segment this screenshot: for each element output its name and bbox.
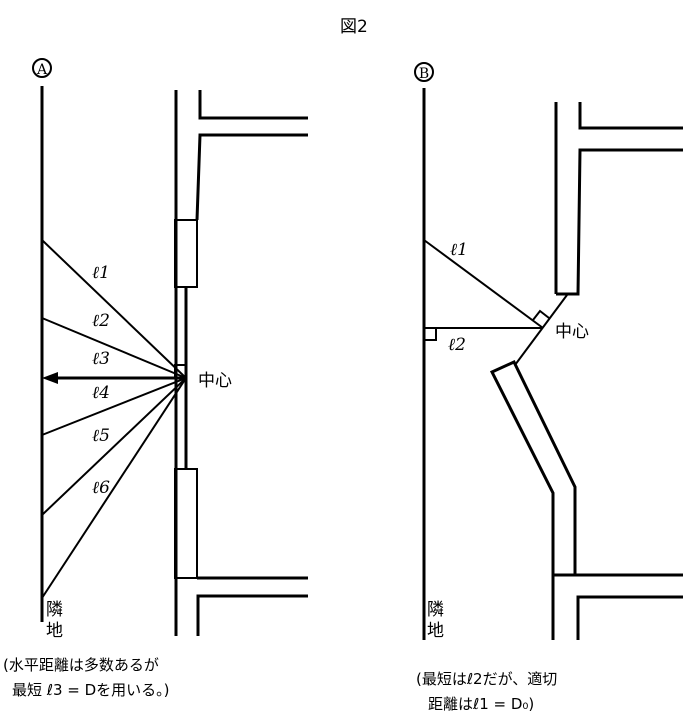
panel-b-marker-circle — [414, 62, 434, 82]
label-l1: ℓ1 — [92, 263, 110, 283]
center-label: 中心 — [198, 371, 232, 391]
label-l2: ℓ2 — [448, 335, 466, 355]
lower-window — [174, 468, 198, 579]
neighbor-label-1: 隣 — [46, 600, 63, 620]
panel-a-marker-circle — [32, 58, 52, 78]
upper-window — [174, 219, 198, 288]
label-l6: ℓ6 — [92, 478, 110, 498]
right-angle-mark — [532, 309, 550, 321]
neighbor-label-2: 地 — [46, 621, 63, 641]
label-l4: ℓ4 — [92, 383, 110, 403]
arrow-head-icon — [42, 372, 58, 384]
opening-line — [514, 294, 568, 366]
caption-a-line-1: (水平距離は多数あるが — [3, 656, 159, 674]
label-l5: ℓ5 — [92, 426, 110, 446]
distance-lines — [423, 239, 550, 341]
distance-lines — [41, 239, 187, 599]
neighbor-label-2: 地 — [427, 621, 444, 641]
building-wall — [489, 102, 683, 640]
label-l1: ℓ1 — [450, 240, 468, 260]
figure-title: 図2 — [340, 17, 368, 37]
panel-b-marker: B — [419, 66, 429, 82]
panel-b: B ℓ1 ℓ2 中心 隣 地 (最短はℓ2だが、適切 距離はℓ1 = D₀) — [414, 62, 683, 713]
panel-a-marker: A — [36, 62, 48, 78]
slanted-wall — [489, 360, 577, 577]
center-label: 中心 — [555, 322, 589, 342]
right-angle-mark — [174, 364, 187, 379]
caption-a-line-2: 最短 ℓ3 = Dを用いる。) — [12, 681, 170, 699]
label-l2: ℓ2 — [92, 311, 110, 331]
label-l3: ℓ3 — [92, 349, 110, 369]
caption-b-line-2: 距離はℓ1 = D₀) — [428, 695, 534, 713]
caption-b-line-1: (最短はℓ2だが、適切 — [416, 670, 557, 688]
neighbor-label-1: 隣 — [427, 600, 444, 620]
panel-a: A ℓ1 ℓ2 ℓ3 ℓ4 ℓ5 ℓ6 中心 隣 — [3, 58, 308, 699]
building-wall — [174, 90, 308, 636]
right-angle-mark — [424, 328, 437, 341]
